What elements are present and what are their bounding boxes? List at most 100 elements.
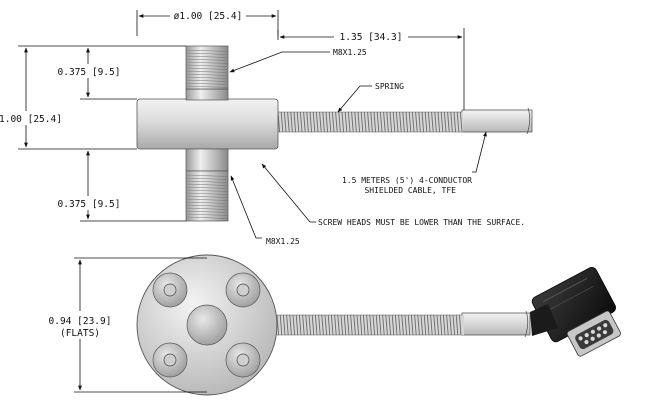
spring-coil bbox=[436, 314, 440, 336]
connector-pin bbox=[603, 323, 608, 328]
spring-coil bbox=[414, 314, 417, 336]
spring-coil bbox=[319, 111, 322, 133]
spring-coil bbox=[404, 314, 408, 336]
spring-coil bbox=[354, 111, 357, 133]
spring-coil bbox=[351, 111, 354, 133]
spring-coil bbox=[385, 314, 388, 336]
spring-coil bbox=[298, 314, 302, 336]
spring-coil bbox=[359, 314, 363, 336]
spring-coil bbox=[386, 111, 389, 133]
spring-coil bbox=[315, 111, 319, 133]
spring-coil bbox=[302, 314, 305, 336]
spring-coil bbox=[455, 314, 459, 336]
spring-coil bbox=[411, 111, 415, 133]
spring-coil bbox=[389, 111, 393, 133]
spring-coil bbox=[424, 111, 428, 133]
cable-callout-line1: 1.5 METERS (5') 4-CONDUCTOR bbox=[342, 176, 472, 185]
spring-coil bbox=[450, 111, 453, 133]
spring-coil bbox=[402, 111, 405, 133]
spring-coil bbox=[334, 314, 337, 336]
spring-coil bbox=[366, 314, 369, 336]
thread-line bbox=[185, 58, 229, 61]
thread-line bbox=[185, 192, 229, 195]
thread-line bbox=[185, 82, 229, 85]
spring-coil bbox=[391, 314, 395, 336]
spring-coil bbox=[292, 314, 296, 336]
thread-line bbox=[185, 204, 229, 207]
spring-coil bbox=[330, 314, 334, 336]
spring-coil bbox=[287, 111, 290, 133]
spring-coil bbox=[449, 314, 452, 336]
spring-coil bbox=[459, 111, 463, 133]
spring-coil bbox=[306, 111, 309, 133]
spring-coil bbox=[420, 314, 424, 336]
thread-line bbox=[185, 64, 229, 67]
spring-coil bbox=[296, 111, 300, 133]
thread-line bbox=[185, 55, 229, 58]
spring-coil bbox=[362, 314, 366, 336]
thread-line bbox=[185, 186, 229, 189]
spring-coil bbox=[327, 314, 331, 336]
screw-head bbox=[236, 353, 250, 367]
spring-coil bbox=[314, 314, 318, 336]
spring-coil bbox=[442, 314, 446, 336]
screw-head bbox=[163, 283, 177, 297]
spring-coil bbox=[337, 314, 340, 336]
spring-coil bbox=[405, 111, 409, 133]
dim-top-diameter: ø1.00 [25.4] bbox=[136, 7, 279, 36]
spring-coil bbox=[305, 314, 308, 336]
spring-coil bbox=[309, 111, 313, 133]
spring-coil bbox=[401, 314, 404, 336]
bottom-thread-callout: M8X1.25 bbox=[266, 237, 300, 246]
spring-coil bbox=[372, 314, 376, 336]
flats-value-label: 0.94 [23.9] bbox=[49, 316, 112, 327]
spring-top bbox=[277, 111, 463, 133]
spring-coil bbox=[328, 111, 332, 133]
spring-coil bbox=[426, 314, 430, 336]
cable-bottom bbox=[461, 312, 531, 336]
thread-line bbox=[185, 52, 229, 55]
flats-caption-label: (FLATS) bbox=[60, 328, 100, 339]
spring-coil bbox=[318, 314, 321, 336]
top-stud-height-label: 0.375 [9.5] bbox=[58, 67, 121, 78]
screw-head bbox=[236, 283, 250, 297]
thread-line bbox=[185, 195, 229, 198]
spring-coil bbox=[443, 111, 447, 133]
spring-coil bbox=[410, 314, 414, 336]
connector-pin bbox=[584, 339, 589, 345]
top-thread-callout: M8X1.25 bbox=[333, 48, 367, 57]
spring-coil bbox=[394, 314, 398, 336]
spring-coil bbox=[408, 111, 412, 133]
dim-flats: 0.94 [23.9] (FLATS) bbox=[38, 257, 207, 393]
spring-coil bbox=[303, 111, 306, 133]
thread-line bbox=[185, 201, 229, 204]
spring-coil bbox=[421, 111, 425, 133]
spring-coil bbox=[295, 314, 299, 336]
spring-coil bbox=[417, 314, 420, 336]
spring-coil bbox=[433, 314, 436, 336]
connector-pin bbox=[590, 336, 595, 341]
spring-coil bbox=[350, 314, 353, 336]
spring-coil bbox=[308, 314, 312, 336]
spring-coil bbox=[407, 314, 411, 336]
connector-pin bbox=[590, 329, 596, 334]
thread-line bbox=[185, 189, 229, 192]
thread-line bbox=[185, 183, 229, 186]
callouts: M8X1.25 SPRING 1.5 METERS (5') 4-CONDUCT… bbox=[229, 48, 525, 246]
cable-length-label: 1.35 [34.3] bbox=[340, 32, 403, 43]
spring-coil bbox=[431, 111, 434, 133]
spring-coil bbox=[398, 314, 401, 336]
thread-line bbox=[185, 79, 229, 82]
thread-line bbox=[185, 210, 229, 213]
connector-cable-boot bbox=[530, 304, 558, 336]
spring-coil bbox=[279, 314, 283, 336]
thread-line bbox=[185, 85, 229, 88]
spring-coil bbox=[379, 111, 383, 133]
spring-coil bbox=[356, 314, 360, 336]
spring-coil bbox=[383, 111, 386, 133]
spring-coil bbox=[311, 314, 315, 336]
spring-coil bbox=[399, 111, 402, 133]
thread-line bbox=[185, 216, 229, 219]
spring-coil bbox=[388, 314, 392, 336]
spring-coil bbox=[378, 314, 382, 336]
